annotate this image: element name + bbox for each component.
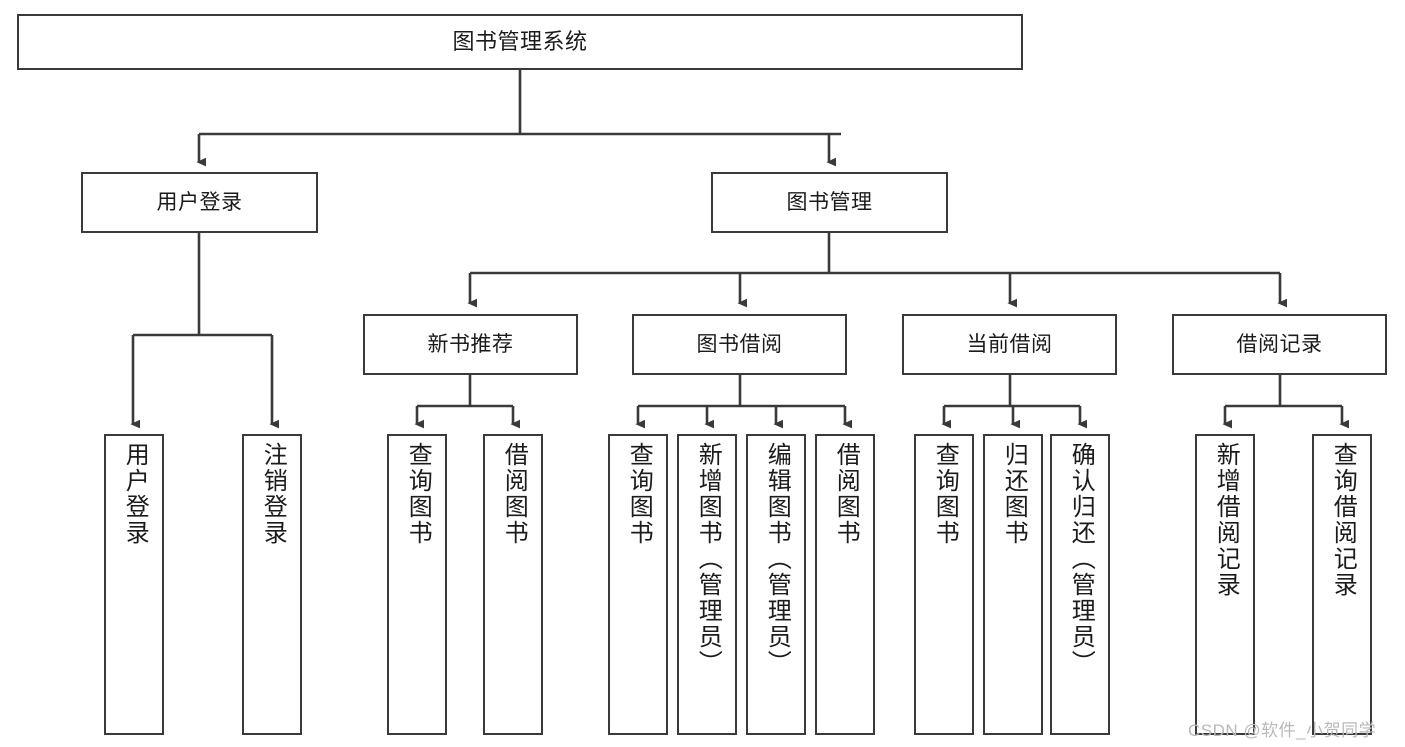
node-user-login[interactable]: 用户登录: [81, 172, 318, 233]
node-label: 借阅图书: [500, 442, 528, 546]
leaf-edit-book-admin[interactable]: 编辑图书（管理员）: [746, 434, 806, 735]
node-label: 注销登录: [259, 442, 287, 546]
node-label: 查询图书: [625, 442, 653, 546]
leaf-query-book-current[interactable]: 查询图书: [914, 434, 974, 735]
node-label: 图书借阅: [696, 332, 783, 356]
csdn-watermark: CSDN @软件_小贺同学: [1188, 721, 1377, 740]
leaf-add-borrow-record[interactable]: 新增借阅记录: [1195, 434, 1255, 735]
leaf-query-book-borrow[interactable]: 查询图书: [608, 434, 668, 735]
node-label: 编辑图书（管理员）: [763, 442, 791, 676]
leaf-query-borrow-record[interactable]: 查询借阅记录: [1312, 434, 1372, 735]
node-label: 图书管理系统: [452, 29, 588, 55]
leaf-user-login[interactable]: 用户登录: [104, 434, 164, 735]
node-label: 借阅记录: [1236, 332, 1323, 356]
node-borrow-record[interactable]: 借阅记录: [1172, 314, 1387, 375]
node-label: 查询借阅记录: [1329, 442, 1357, 598]
node-new-book-recommend[interactable]: 新书推荐: [363, 314, 578, 375]
node-label: 确认归还（管理员）: [1067, 442, 1095, 676]
leaf-confirm-return-admin[interactable]: 确认归还（管理员）: [1050, 434, 1110, 735]
leaf-logout-login[interactable]: 注销登录: [242, 434, 302, 735]
leaf-add-book-admin[interactable]: 新增图书（管理员）: [677, 434, 737, 735]
node-label: 用户登录: [156, 190, 243, 214]
node-label: 查询图书: [404, 442, 432, 546]
node-label: 新增图书（管理员）: [694, 442, 722, 676]
node-book-borrow[interactable]: 图书借阅: [632, 314, 847, 375]
node-label: 新书推荐: [427, 332, 514, 356]
leaf-return-book[interactable]: 归还图书: [983, 434, 1043, 735]
node-label: 图书管理: [786, 190, 873, 214]
leaf-query-book-recommend[interactable]: 查询图书: [387, 434, 447, 735]
node-label: 借阅图书: [832, 442, 860, 546]
node-label: 新增借阅记录: [1212, 442, 1240, 598]
node-current-borrow[interactable]: 当前借阅: [902, 314, 1117, 375]
leaf-borrow-book-recommend[interactable]: 借阅图书: [483, 434, 543, 735]
node-book-management[interactable]: 图书管理: [711, 172, 948, 233]
node-label: 当前借阅: [966, 332, 1053, 356]
node-label: 查询图书: [931, 442, 959, 546]
leaf-borrow-book[interactable]: 借阅图书: [815, 434, 875, 735]
node-label: 归还图书: [1000, 442, 1028, 546]
node-root-book-management-system[interactable]: 图书管理系统: [17, 14, 1023, 70]
node-label: 用户登录: [121, 442, 149, 546]
